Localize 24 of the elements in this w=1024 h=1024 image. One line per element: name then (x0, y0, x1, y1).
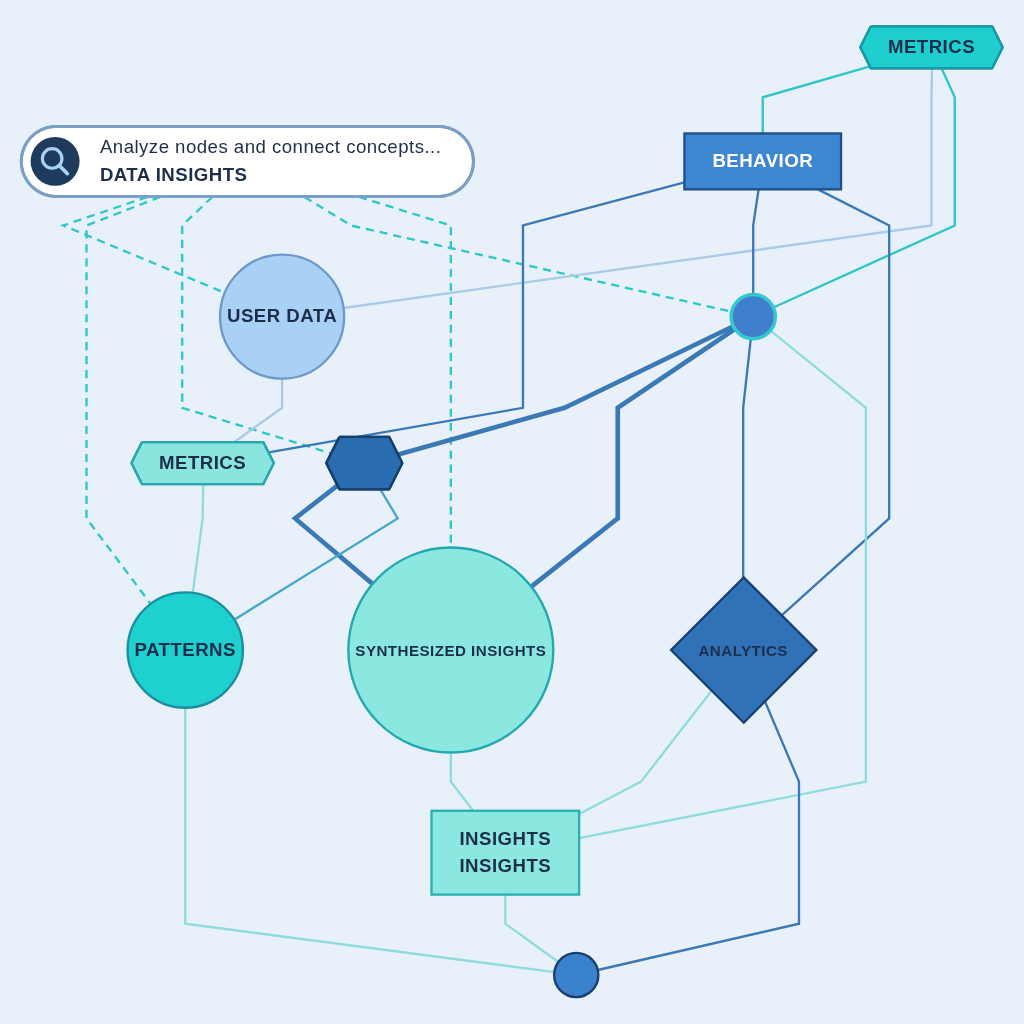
connector (504, 894, 559, 964)
node-circle: SYNTHESIZED INSIGHTS (347, 546, 555, 754)
node-box: BEHAVIOR (683, 132, 843, 191)
node-circle (729, 293, 778, 341)
connector (191, 484, 205, 594)
node-circle: PATTERNS (126, 591, 245, 710)
connector (752, 189, 760, 295)
connector (597, 700, 801, 972)
connector (233, 489, 400, 621)
node-circle (552, 951, 600, 999)
node-circle: USER DATA (218, 253, 346, 381)
connector (449, 752, 475, 812)
connector (184, 708, 555, 974)
node-box: INSIGHTS INSIGHTS (430, 809, 581, 897)
connector (578, 690, 713, 816)
node-diamond: ANALYTICS (669, 576, 819, 725)
connector (268, 181, 685, 454)
connector (761, 65, 871, 134)
connector (397, 324, 735, 457)
connector (343, 69, 934, 310)
connector (291, 483, 375, 586)
connector (742, 338, 752, 578)
connector (578, 329, 868, 840)
connector (85, 196, 161, 605)
